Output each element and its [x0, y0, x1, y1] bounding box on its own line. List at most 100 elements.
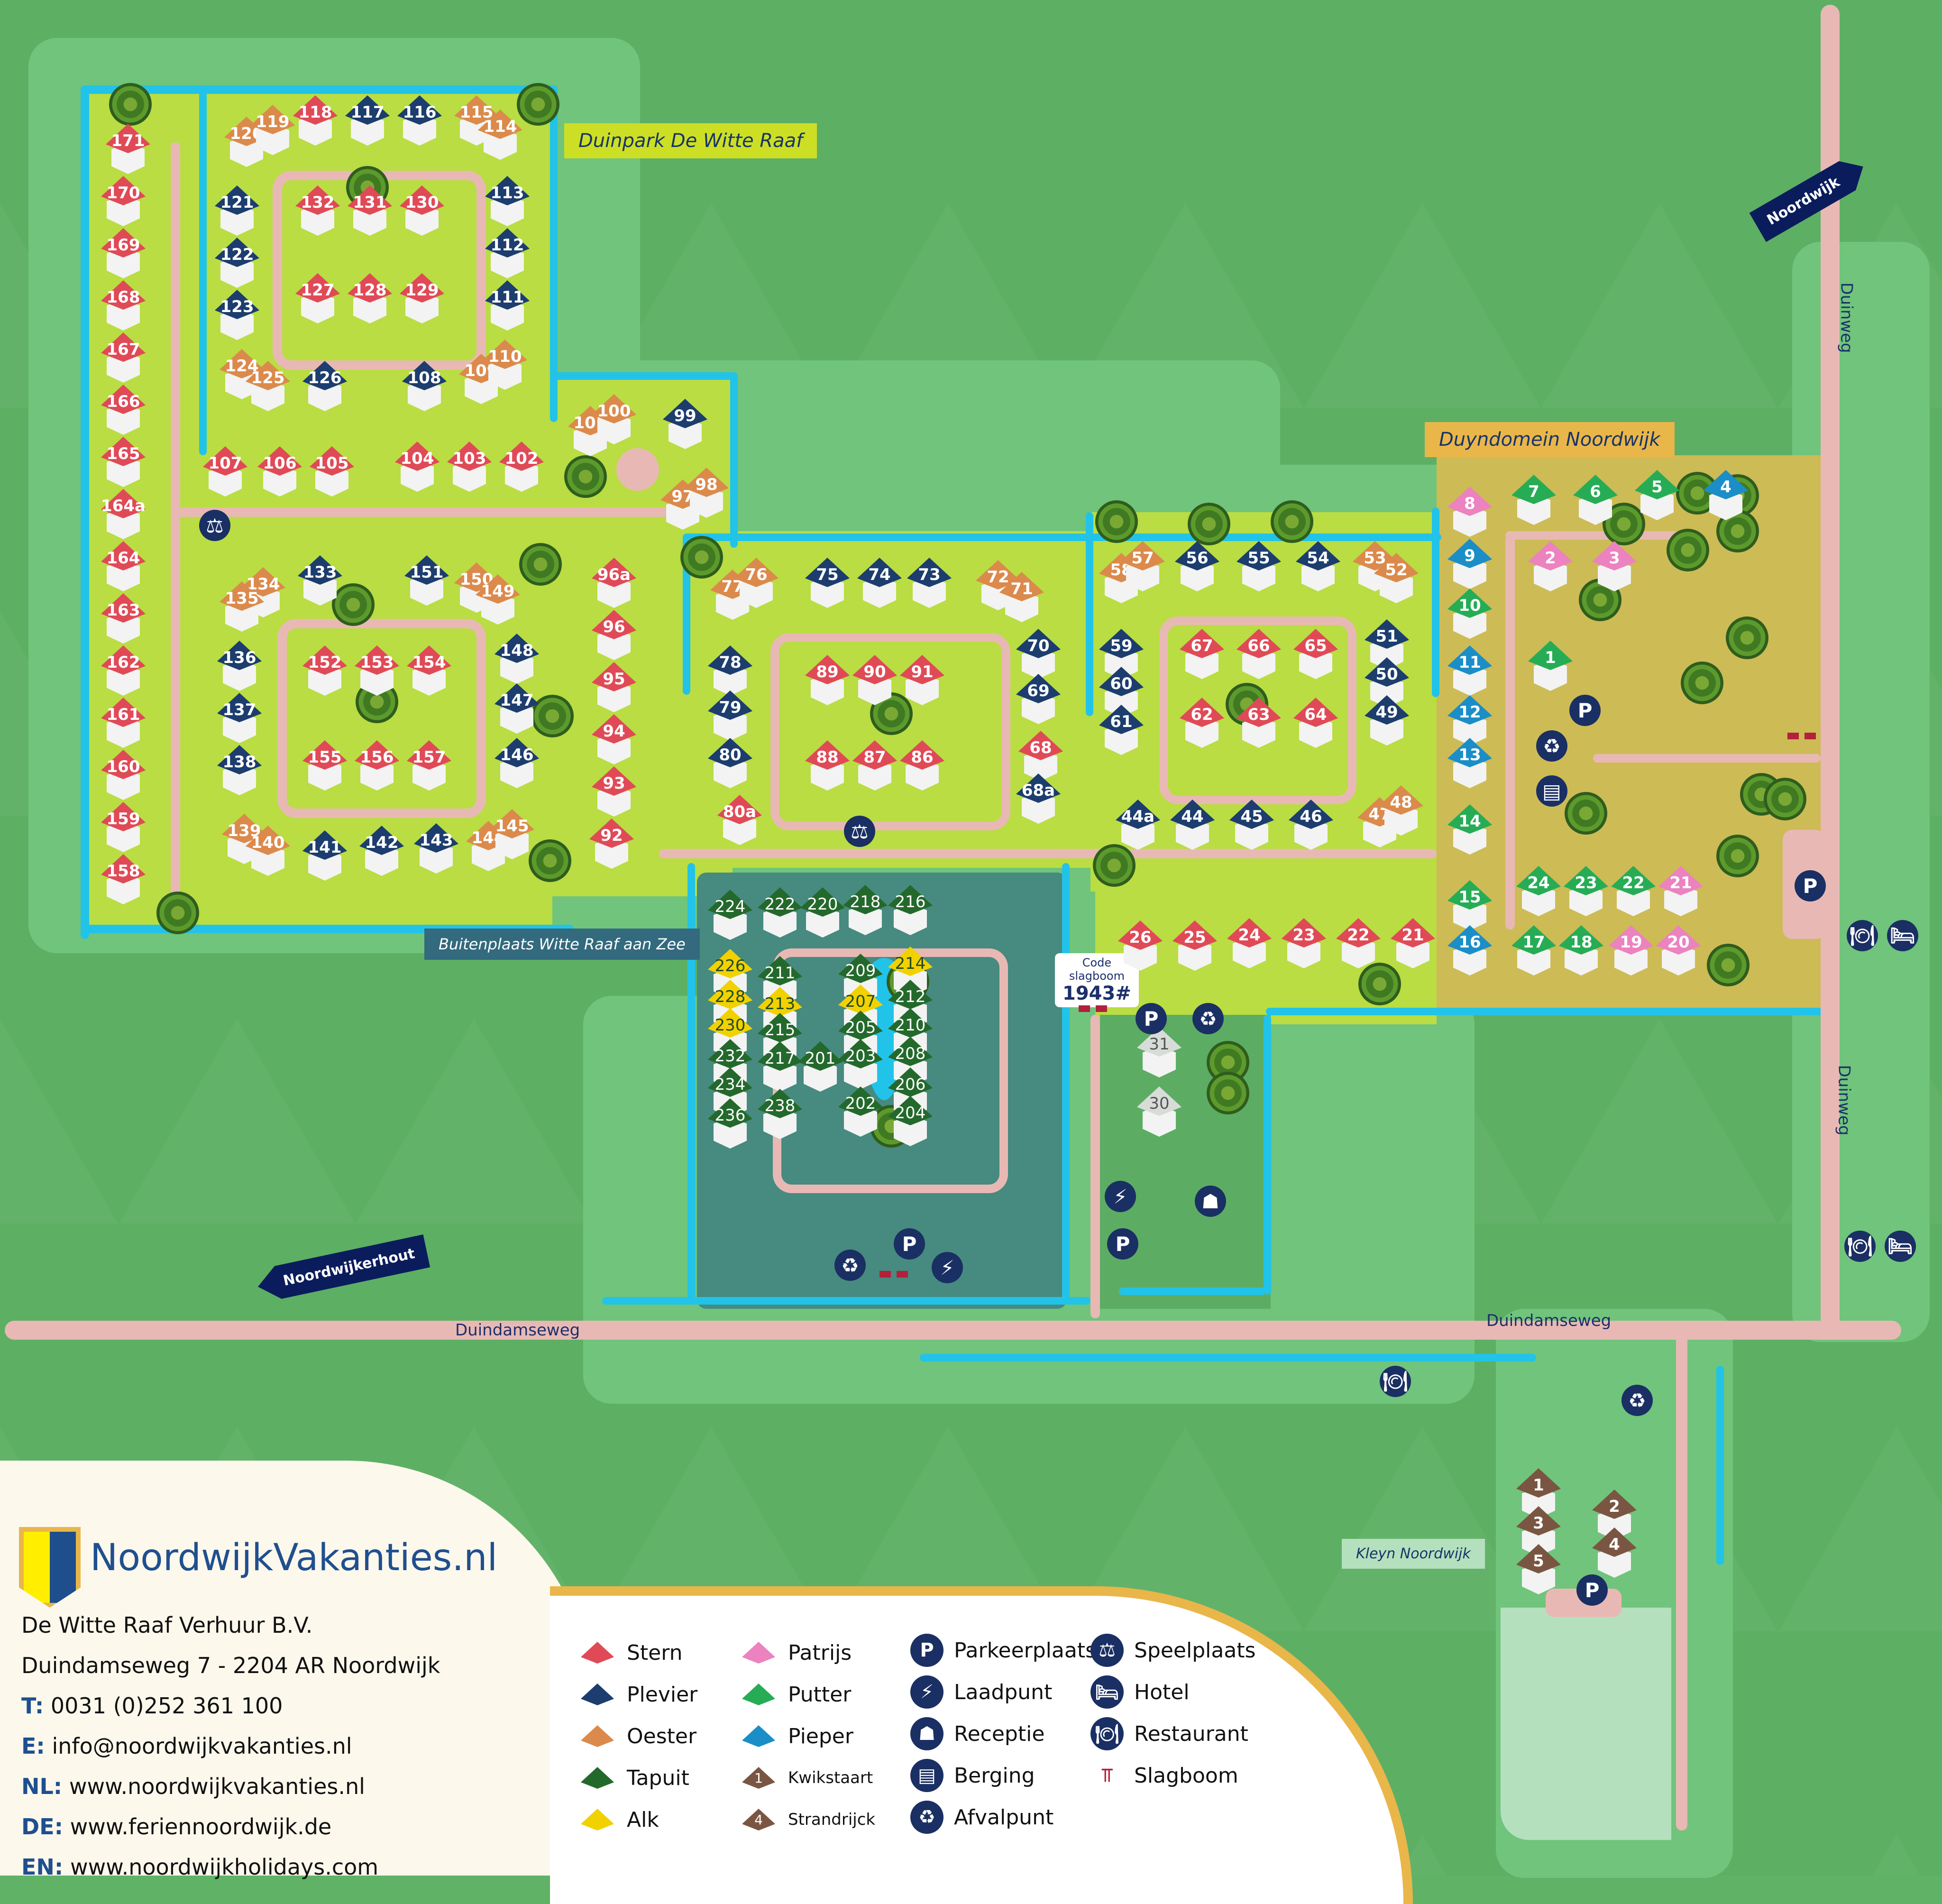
house-plevier[interactable]: 78 [704, 643, 756, 699]
house-plevier[interactable]: 113 [481, 173, 533, 230]
house-plevier[interactable]: 111 [481, 277, 533, 334]
house-kwik[interactable]: 3 [1512, 1503, 1565, 1560]
house-plevier[interactable]: 44 [1166, 797, 1218, 854]
afvalpunt-icon[interactable]: ♻ [1536, 730, 1567, 762]
parkeerplaats-icon[interactable]: P [1107, 1228, 1138, 1260]
house-plevier[interactable]: 141 [299, 828, 351, 884]
house-stern[interactable]: 94 [588, 711, 640, 768]
house-stern[interactable]: 87 [849, 737, 901, 794]
house-oester[interactable]: 98 [680, 465, 733, 522]
house-oester[interactable]: 119 [247, 102, 299, 159]
house-patrijs[interactable]: 8 [1444, 484, 1496, 541]
house-oester[interactable]: 135 [216, 579, 268, 635]
parkeerplaats-icon[interactable]: P [1569, 695, 1601, 726]
house-tapuit[interactable]: 224 [704, 887, 756, 944]
house-oester[interactable]: 100 [588, 391, 640, 448]
house-plevier[interactable]: 151 [401, 552, 453, 609]
house-oester[interactable]: 110 [479, 337, 531, 394]
house-plevier[interactable]: 138 [213, 742, 266, 799]
house-tapuit[interactable]: 220 [797, 884, 849, 941]
house-tapuit[interactable]: 204 [884, 1093, 936, 1150]
house-stern[interactable]: 128 [344, 270, 396, 327]
house-stern[interactable]: 163 [97, 590, 149, 647]
house-tapuit[interactable]: 238 [754, 1086, 806, 1143]
en-link[interactable]: www.noordwijkholidays.com [70, 1854, 379, 1880]
berging-icon[interactable]: ▤ [1536, 775, 1567, 807]
house-oester[interactable]: 57 [1117, 538, 1169, 595]
house-stern[interactable]: 95 [588, 659, 640, 716]
house-putter[interactable]: 24 [1512, 863, 1565, 920]
house-stern[interactable]: 168 [97, 277, 149, 334]
afvalpunt-icon[interactable]: ♻ [1621, 1385, 1653, 1416]
house-tapuit[interactable]: 217 [754, 1039, 806, 1095]
nl-link[interactable]: www.noordwijkvakanties.nl [69, 1774, 365, 1799]
house-pieper[interactable]: 16 [1444, 922, 1496, 979]
house-kwik[interactable]: 5 [1512, 1541, 1565, 1598]
house-plevier[interactable]: 121 [211, 183, 263, 239]
house-pieper[interactable]: 11 [1444, 643, 1496, 699]
house-pale[interactable]: 30 [1133, 1084, 1185, 1141]
house-plevier[interactable]: 143 [410, 820, 462, 877]
house-plevier[interactable]: 123 [211, 287, 263, 344]
house-stern[interactable]: 155 [299, 737, 351, 794]
house-plevier[interactable]: 122 [211, 235, 263, 292]
house-stern[interactable]: 153 [351, 643, 403, 699]
house-plevier[interactable]: 142 [356, 823, 408, 880]
house-stern[interactable]: 129 [396, 270, 448, 327]
house-stern[interactable]: 162 [97, 643, 149, 699]
house-putter[interactable]: 6 [1569, 472, 1621, 529]
house-stern[interactable]: 25 [1169, 918, 1221, 975]
house-plevier[interactable]: 80 [704, 735, 756, 792]
house-stern[interactable]: 156 [351, 737, 403, 794]
house-stern[interactable]: 67 [1176, 626, 1228, 683]
house-pale[interactable]: 31 [1133, 1024, 1185, 1081]
laadpunt-icon[interactable]: ⚡ [932, 1252, 963, 1283]
house-oester[interactable]: 125 [242, 358, 294, 415]
parkeerplaats-icon[interactable]: P [1136, 1003, 1167, 1034]
house-oester[interactable]: 149 [472, 571, 524, 628]
house-tapuit[interactable]: 203 [834, 1036, 887, 1093]
house-putter[interactable]: 14 [1444, 801, 1496, 858]
house-stern[interactable]: 93 [588, 763, 640, 820]
restaurant-icon[interactable]: 🍽 [1380, 1366, 1411, 1397]
house-stern[interactable]: 165 [97, 434, 149, 491]
house-stern[interactable]: 166 [97, 382, 149, 439]
afvalpunt-icon[interactable]: ♻ [834, 1250, 866, 1281]
house-stern[interactable]: 64 [1290, 695, 1342, 752]
house-stern[interactable]: 171 [102, 121, 154, 178]
house-stern[interactable]: 118 [289, 92, 341, 149]
house-oester[interactable]: 71 [996, 569, 1048, 626]
house-plevier[interactable]: 126 [299, 358, 351, 415]
house-stern[interactable]: 103 [443, 439, 495, 496]
house-plevier[interactable]: 116 [394, 92, 446, 149]
house-stern[interactable]: 96 [588, 607, 640, 664]
house-patrijs[interactable]: 21 [1655, 863, 1707, 920]
house-oester[interactable]: 52 [1370, 550, 1422, 607]
house-stern[interactable]: 170 [97, 173, 149, 230]
restaurant-icon[interactable]: 🍽 [1847, 920, 1878, 951]
house-stern[interactable]: 167 [97, 330, 149, 386]
speelplaats-icon[interactable]: ⚖ [199, 510, 230, 541]
house-plevier[interactable]: 147 [491, 681, 543, 737]
house-stern[interactable]: 105 [306, 443, 358, 500]
laadpunt-icon[interactable]: ⚡ [1105, 1181, 1136, 1212]
house-oester[interactable]: 114 [474, 107, 526, 164]
house-stern[interactable]: 158 [97, 851, 149, 908]
house-stern[interactable]: 107 [199, 443, 251, 500]
house-tapuit[interactable]: 202 [834, 1084, 887, 1141]
house-stern[interactable]: 62 [1176, 695, 1228, 752]
house-stern[interactable]: 21 [1387, 915, 1439, 972]
parkeerplaats-icon[interactable]: P [1795, 870, 1826, 901]
house-patrijs[interactable]: 19 [1605, 922, 1657, 979]
house-stern[interactable]: 68 [1015, 728, 1067, 785]
house-plevier[interactable]: 148 [491, 631, 543, 688]
house-plevier[interactable]: 136 [213, 638, 266, 695]
house-stern[interactable]: 91 [896, 652, 948, 709]
house-stern[interactable]: 160 [97, 747, 149, 804]
house-patrijs[interactable]: 20 [1652, 922, 1704, 979]
house-plevier[interactable]: 108 [398, 358, 450, 415]
house-stern[interactable]: 88 [801, 737, 853, 794]
house-stern[interactable]: 102 [495, 439, 548, 496]
de-link[interactable]: www.feriennoordwijk.de [70, 1814, 332, 1840]
house-stern[interactable]: 161 [97, 695, 149, 752]
